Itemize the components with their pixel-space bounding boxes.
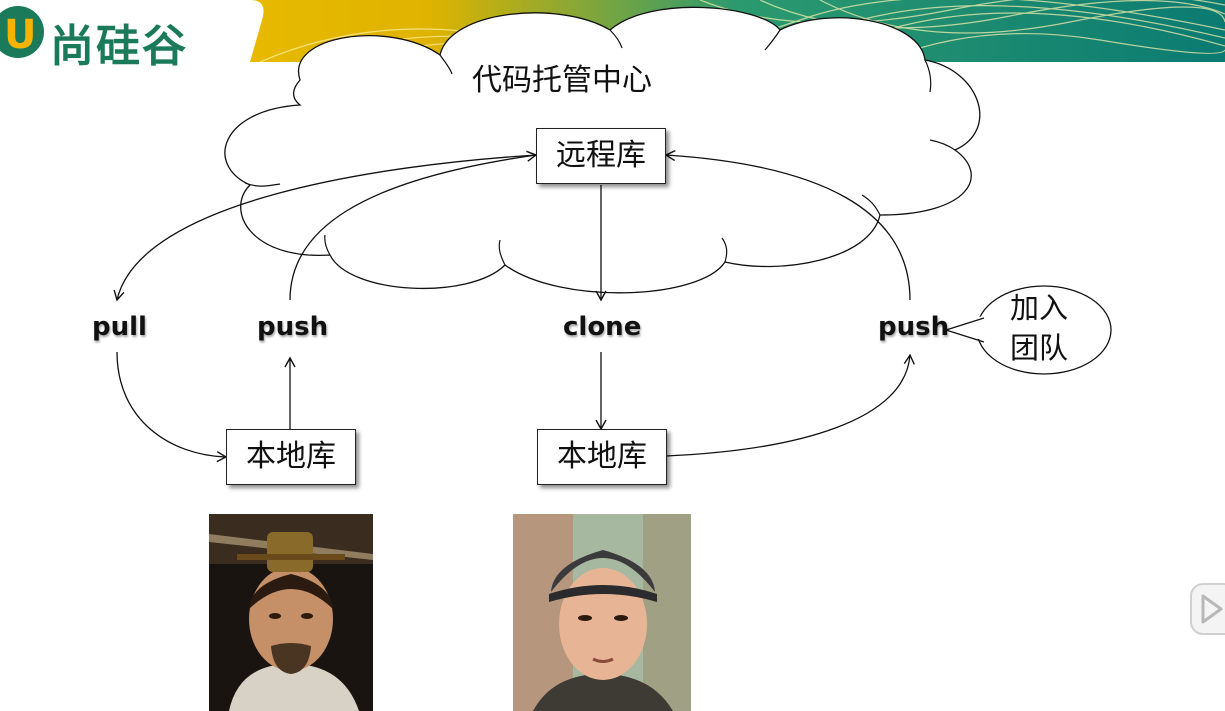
portrait-young-man-icon bbox=[513, 514, 691, 711]
clone-label: clone bbox=[563, 312, 642, 342]
person-with-hat-photo bbox=[209, 514, 373, 711]
local-repo-left-box: 本地库 bbox=[226, 429, 356, 485]
play-button[interactable] bbox=[1189, 580, 1225, 638]
young-man-photo bbox=[513, 514, 691, 711]
portrait-bearded-man-icon bbox=[209, 514, 373, 711]
brand-logo: U 尚硅谷 bbox=[0, 0, 268, 78]
cloud-label: 代码托管中心 bbox=[472, 63, 652, 98]
arrow-push-left-to-remote bbox=[289, 150, 538, 301]
callout-line-1: 加入 bbox=[1010, 291, 1069, 325]
push-right-label: push bbox=[878, 312, 950, 342]
arrow-remote-to-pull bbox=[113, 154, 537, 302]
play-icon bbox=[1190, 583, 1225, 635]
callout-text: 加入 团队 bbox=[1010, 288, 1068, 368]
svg-text:U: U bbox=[4, 12, 36, 58]
arrow-push-right-to-remote bbox=[664, 149, 911, 301]
arrow-local-to-push-right bbox=[665, 353, 915, 457]
callout-line-2: 团队 bbox=[1010, 331, 1069, 365]
brand-name: 尚硅谷 bbox=[50, 21, 188, 72]
pull-label: pull bbox=[92, 312, 147, 342]
remote-repo-box: 远程库 bbox=[536, 128, 666, 184]
local-repo-right-box: 本地库 bbox=[537, 429, 667, 485]
push-left-label: push bbox=[257, 312, 329, 342]
arrow-pull-to-local bbox=[116, 351, 228, 463]
